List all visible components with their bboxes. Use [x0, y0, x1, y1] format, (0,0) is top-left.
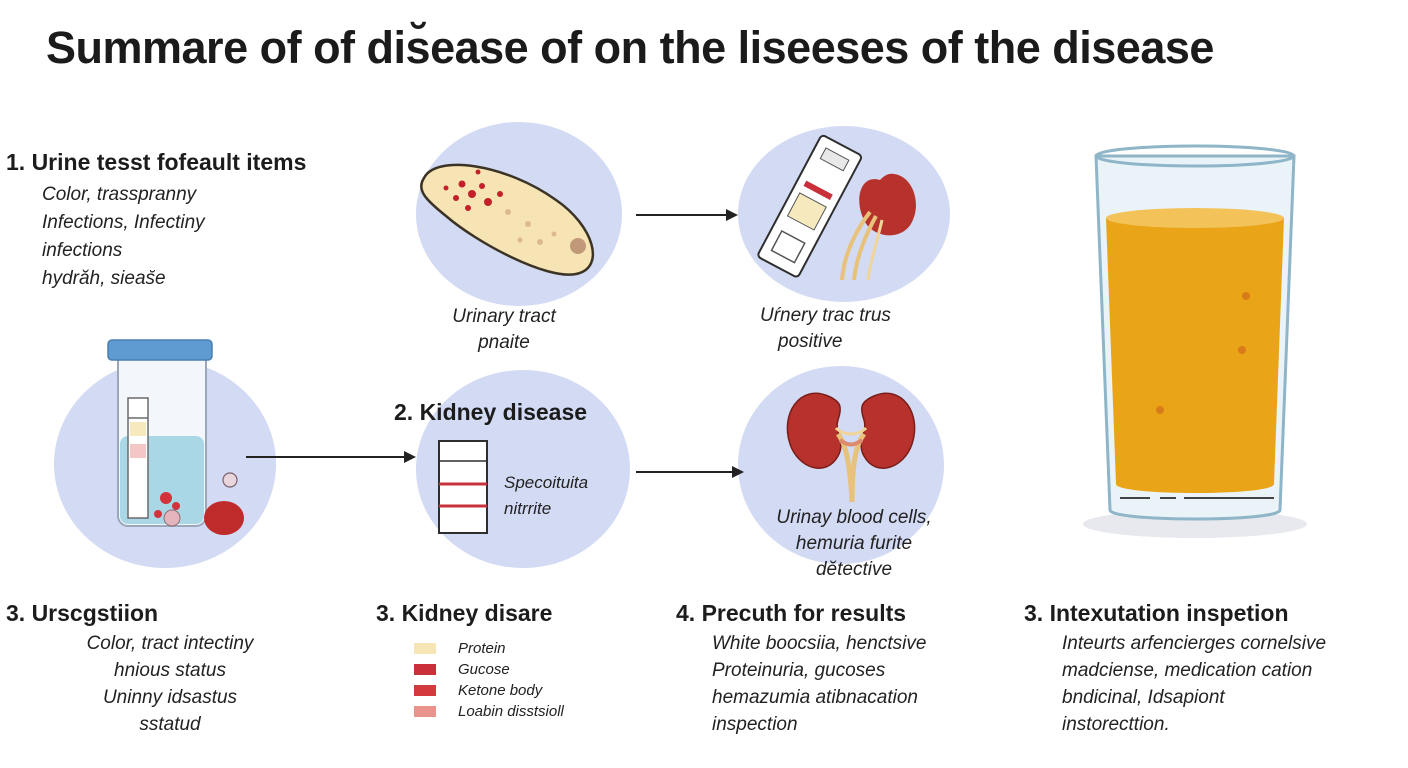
- arrow-icon: [636, 209, 738, 221]
- col2-heading: 3. Kidney disare: [376, 600, 553, 626]
- arrow-icon: [636, 466, 744, 478]
- arrow-icon: [246, 451, 416, 463]
- legend-swatch: [414, 706, 436, 717]
- test-tube-illustration: [107, 339, 244, 535]
- caption-line: hemuria furite: [795, 533, 913, 554]
- kidneys-illustration: [786, 392, 916, 503]
- legend-swatch: [414, 664, 436, 675]
- col4-line: bndicinal, Idsapiont: [1062, 687, 1225, 708]
- positive-caption: Uŕnery trac trus positive: [760, 303, 891, 355]
- col4-line: madciense, medication cation: [1062, 660, 1313, 681]
- tract-caption: Urinary tract pnaite: [438, 304, 570, 356]
- col1-line: hnious status: [114, 660, 226, 681]
- col3-line: White boocsiia, henctsive: [712, 633, 927, 654]
- legend-label: Gucose: [458, 661, 510, 678]
- section1-heading: 1. Urine tesst fofeault items: [6, 149, 307, 175]
- legend-item: Protein: [414, 638, 564, 659]
- legend-label: Ketone body: [458, 682, 543, 699]
- col4-line: instorecttion.: [1062, 714, 1170, 735]
- section1-list: Color, trasspranny Infections, Infectiny…: [42, 181, 205, 293]
- caption-line: pnaite: [478, 332, 530, 353]
- page-title: Summare of of dis̆ease of on the liseese…: [46, 22, 1214, 73]
- kidneys-circle: [738, 366, 944, 564]
- strip-label-line: nitrrite: [504, 499, 552, 518]
- col1-line: sstatud: [139, 714, 201, 735]
- urine-strip-chart: [438, 440, 488, 534]
- col1-line: Uninny idsastus: [102, 687, 238, 708]
- col1-heading: 3. Urscgstiion: [6, 600, 159, 626]
- col4-line: Inteurts arfencierges cornelsive: [1062, 633, 1327, 654]
- col3-line: hemazumia atibnacation: [712, 687, 918, 708]
- col4-list: Inteurts arfencierges cornelsive madcien…: [1062, 630, 1326, 738]
- caption-line: positive: [778, 331, 843, 352]
- caption-line: dĕtective: [815, 559, 893, 580]
- legend-swatch: [414, 643, 436, 654]
- legend-swatch: [414, 685, 436, 696]
- col3-list: White boocsiia, henctsive Proteinuria, g…: [712, 630, 926, 738]
- col3-line: inspection: [712, 714, 798, 735]
- legend-item: Loabin disstsioll: [414, 701, 564, 722]
- legend-label: Loabin disstsioll: [458, 703, 564, 720]
- blood-caption: Urinay blood cells, hemuria furite dĕte…: [754, 505, 954, 583]
- bacteria-illustration: [420, 163, 595, 276]
- col1-list: Color, tract intectiny hnious status Uni…: [30, 630, 310, 738]
- col3-heading: 4. Precuth for results: [676, 600, 907, 626]
- section1-line: Color, trasspranny: [42, 184, 197, 205]
- col4-heading: 3. Intexutation inspetion: [1024, 600, 1289, 626]
- legend-item: Gucose: [414, 659, 564, 680]
- col1-line: Color, tract intectiny: [86, 633, 254, 654]
- urine-glass-illustration: [1083, 144, 1307, 538]
- legend: Protein Gucose Ketone body Loabin dissts…: [414, 638, 564, 722]
- col3-line: Proteinuria, gucoses: [712, 660, 886, 681]
- strip-label: Specoituita nitrrite: [504, 470, 588, 522]
- caption-line: Urinay blood cells,: [776, 507, 932, 528]
- section1-line: infections: [42, 240, 123, 261]
- section1-line: Infections, Infectiny: [42, 212, 205, 233]
- test-strip-illustration: [757, 134, 916, 281]
- section1-line: hydrăh, sieas̆e: [42, 268, 166, 289]
- caption-line: Urinary tract: [452, 306, 556, 327]
- section2-heading: 2. Kidney disease: [394, 399, 588, 425]
- legend-item: Ketone body: [414, 680, 564, 701]
- strip-label-line: Specoituita: [504, 473, 589, 492]
- legend-label: Protein: [458, 640, 506, 657]
- caption-line: Uŕnery trac trus: [760, 305, 891, 326]
